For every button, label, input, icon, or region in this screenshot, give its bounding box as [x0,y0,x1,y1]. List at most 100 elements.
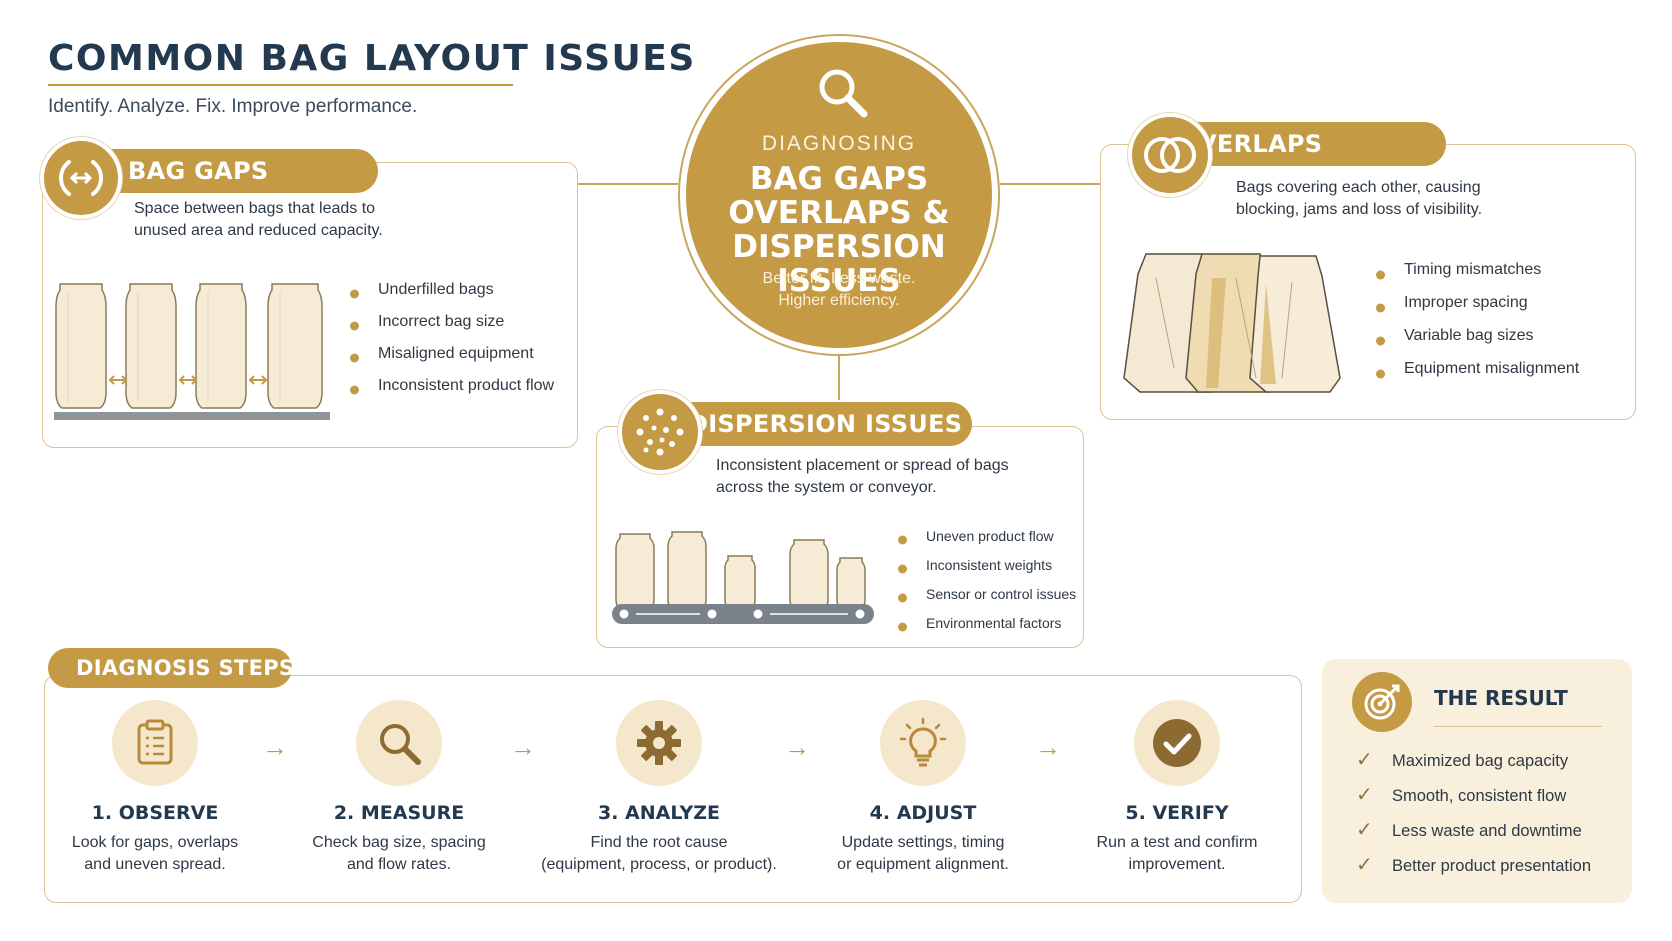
center-heading-line-1: BAG GAPS [749,161,929,197]
dispersion-description-line: Inconsistent placement or spread of bags [716,457,1009,474]
overlapping-circles-icon [1144,137,1196,173]
list-item: Underfilled bags [350,278,554,310]
list-item: Environmental factors [898,612,1076,641]
list-item: Inconsistent weights [898,554,1076,583]
bag-gaps-description-line: unused area and reduced capacity. [134,222,383,239]
arrow-right-icon: → [1035,732,1061,762]
check-icon: ✓ [1356,819,1373,841]
gear-icon [637,721,681,765]
step-verify: 5. VERIFY Run a test and confirm improve… [1062,700,1292,876]
step-icon-circle [356,700,442,786]
result-item: ✓ Better product presentation [1356,852,1591,877]
step-description: Find the root cause (equipment, process,… [541,832,777,876]
step-description: Run a test and confirm improvement. [1062,832,1292,876]
list-item: Misaligned equipment [350,342,554,374]
list-item: Uneven product flow [898,525,1076,554]
dispersion-description-line: across the system or conveyor. [716,479,937,496]
list-item: Equipment misalignment [1376,357,1579,390]
check-icon: ✓ [1356,784,1373,806]
step-description-line: or equipment alignment. [837,856,1009,873]
step-title: 4. ADJUST [869,802,977,824]
bag-gaps-description: Space between bags that leads to unused … [134,198,383,242]
step-description: Check bag size, spacing and flow rates. [284,832,514,876]
center-heading-line-3: DISPERSION ISSUES [732,229,946,299]
step-description-line: Find the root cause [590,834,728,851]
lightbulb-icon [899,717,947,767]
dispersion-description: Inconsistent placement or spread of bags… [716,455,1009,499]
magnifier-icon [380,724,421,765]
result-item-label: Smooth, consistent flow [1392,787,1567,805]
step-description-line: (equipment, process, or product). [541,856,777,873]
bag-gaps-description-line: Space between bags that leads to [134,200,376,217]
center-heading-line-2: OVERLAPS & [728,195,950,231]
step-analyze: 3. ANALYZE Find the root cause (equipmen… [541,700,777,876]
check-icon: ✓ [1356,749,1373,771]
dispersion-illustration [612,531,874,624]
step-adjust: 4. ADJUST Update settings, timing or equ… [808,700,1038,876]
arrow-right-icon: → [784,732,810,762]
overlaps-description-line: blocking, jams and loss of visibility. [1236,201,1483,218]
result-item: ✓ Less waste and downtime [1356,817,1582,842]
overlaps-badge [1128,113,1212,197]
step-description-line: Look for gaps, overlaps [71,834,239,851]
step-description-line: Run a test and confirm [1096,834,1258,851]
gap-arrows-icon [59,160,103,196]
result-badge [1352,672,1412,732]
bag-gaps-badge [40,137,122,219]
list-item: Variable bag sizes [1376,324,1579,357]
connector-right [1000,183,1100,185]
result-title: THE RESULT [1434,686,1568,710]
result-item-label: Less waste and downtime [1392,822,1582,840]
diagnosis-steps-title: DIAGNOSIS STEPS [48,648,294,688]
dispersion-causes-list: Uneven product flow Inconsistent weights… [898,525,1076,641]
step-title: 2. MEASURE [333,802,465,824]
target-icon [1364,684,1400,720]
step-description-line: Check bag size, spacing [312,834,486,851]
result-item-label: Maximized bag capacity [1392,752,1569,770]
step-icon-circle [1134,700,1220,786]
bag-gaps-illustration [54,283,330,420]
overlaps-description: Bags covering each other, causing blocki… [1236,177,1482,221]
step-observe: 1. OBSERVE Look for gaps, overlaps and u… [40,700,270,876]
arrow-right-icon: → [510,732,536,762]
overlaps-description-line: Bags covering each other, causing [1236,179,1481,196]
list-item: Improper spacing [1376,291,1579,324]
clipboard-icon [137,719,173,765]
step-description-line: and uneven spread. [84,856,226,873]
step-description-line: and flow rates. [346,856,452,873]
step-icon-circle [880,700,966,786]
overlaps-causes-list: Timing mismatches Improper spacing Varia… [1376,258,1579,390]
step-description: Look for gaps, overlaps and uneven sprea… [40,832,270,876]
result-item-label: Better product presentation [1392,857,1592,875]
center-tagline-line-2: Higher efficiency. [778,292,900,309]
page-subtitle: Identify. Analyze. Fix. Improve performa… [48,96,418,117]
bag-gaps-title: BAG GAPS [100,149,378,193]
center-diagnosis-circle: DIAGNOSING BAG GAPS OVERLAPS & DISPERSIO… [680,36,998,354]
arrow-right-icon: → [262,732,288,762]
step-description-line: Update settings, timing [841,834,1005,851]
step-description-line: improvement. [1128,856,1226,873]
list-item: Incorrect bag size [350,310,554,342]
check-icon: ✓ [1356,854,1373,876]
title-underline [48,84,513,86]
step-icon-circle [112,700,198,786]
bag-gaps-causes-list: Underfilled bags Incorrect bag size Misa… [350,278,554,406]
connector-down [838,356,840,400]
step-title: 1. OBSERVE [91,802,219,824]
dispersion-badge [618,390,702,474]
scatter-dots-icon [636,408,684,456]
result-underline [1434,726,1602,727]
result-item: ✓ Maximized bag capacity [1356,747,1568,772]
center-tagline-line-1: Better fit. Less waste. [762,270,916,287]
list-item: Sensor or control issues [898,583,1076,612]
step-title: 3. ANALYZE [597,802,721,824]
result-item: ✓ Smooth, consistent flow [1356,782,1566,807]
list-item: Inconsistent product flow [350,374,554,406]
step-measure: 2. MEASURE Check bag size, spacing and f… [284,700,514,876]
center-kicker: DIAGNOSING [761,132,917,155]
step-title: 5. VERIFY [1125,802,1229,824]
page-title: COMMON BAG LAYOUT ISSUES [48,38,696,79]
checkmark-icon [1153,719,1201,767]
list-item: Timing mismatches [1376,258,1579,291]
overlaps-illustration [1123,253,1341,393]
